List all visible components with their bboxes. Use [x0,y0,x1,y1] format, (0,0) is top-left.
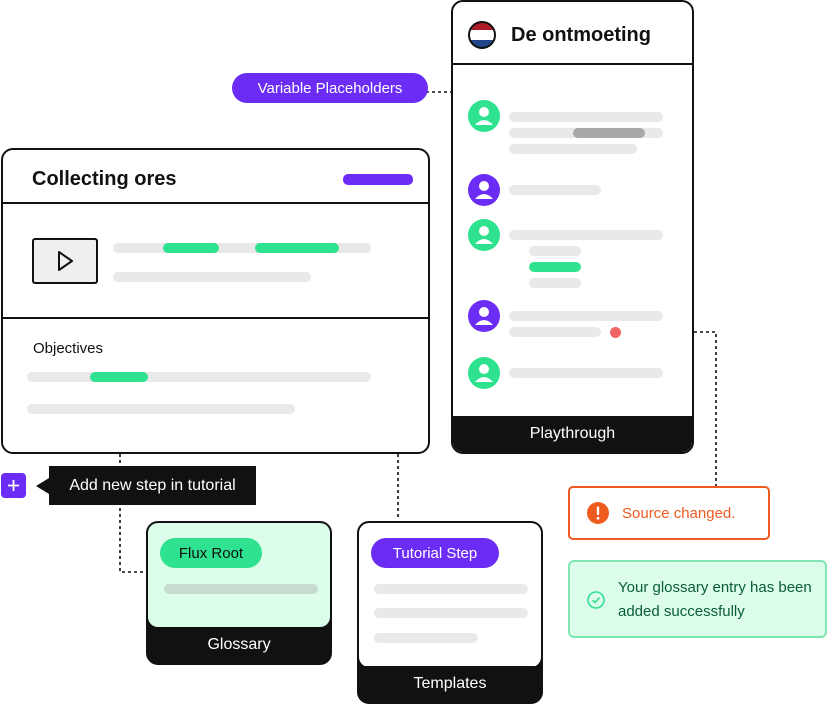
templates-footer: Templates [359,666,541,702]
play-icon [58,251,73,271]
check-circle-icon [587,591,605,609]
divider [453,63,692,65]
message-line [509,144,637,154]
template-line [374,633,478,643]
message-line [509,185,601,195]
message-line [509,112,663,122]
highlight-bar [255,243,339,253]
netherlands-flag-icon [468,21,496,49]
playthrough-card: De ontmoeting Playthrough [451,0,694,454]
objectives-label: Objectives [33,340,104,357]
title-status-bar [343,174,413,185]
collecting-ores-card: Collecting ores Objectives [1,148,430,454]
glossary-line [164,584,318,594]
message-line [509,368,663,378]
tutorial-step-pill: Tutorial Step [371,538,499,568]
glossary-success-alert: Your glossary entry has been added succe… [568,560,827,638]
add-step-button[interactable] [1,473,26,498]
variable-placeholder-bar [573,128,645,138]
playthrough-footer: Playthrough [453,416,692,452]
user-avatar-icon [468,174,500,206]
template-line [374,584,528,594]
user-avatar-icon [468,100,500,132]
tooltip-arrow [36,478,49,494]
source-changed-text: Source changed. [622,505,736,522]
message-line [509,230,663,240]
video-text-line [113,272,311,282]
templates-card: Tutorial Step Templates [357,521,543,704]
divider [3,202,428,204]
flux-root-pill: Flux Root [160,538,262,568]
reply-line [529,246,581,256]
card-title: Collecting ores [32,168,177,190]
reply-line [529,278,581,288]
user-avatar-icon [468,219,500,251]
highlight-bar [163,243,219,253]
reply-highlight [529,262,581,272]
objective-highlight [90,372,148,382]
template-line [374,608,528,618]
user-avatar-icon [468,357,500,389]
glossary-success-text: Your glossary entry has been added succe… [618,579,812,620]
add-step-tooltip: Add new step in tutorial [49,466,256,505]
glossary-card: Flux Root Glossary [146,521,332,665]
variable-placeholders-tag: Variable Placeholders [232,73,428,103]
plus-icon [8,480,19,491]
video-play-button[interactable] [32,238,98,284]
user-avatar-icon [468,300,500,332]
divider [3,317,428,319]
objective-line [27,372,371,382]
playthrough-title: De ontmoeting [511,24,651,46]
message-line [509,327,601,337]
glossary-footer: Glossary [148,627,330,663]
alert-dot-icon [610,327,621,338]
warning-icon [587,502,609,524]
message-line [509,311,663,321]
source-changed-alert: Source changed. [568,486,770,540]
objective-line [27,404,295,414]
video-text-line [113,243,371,253]
